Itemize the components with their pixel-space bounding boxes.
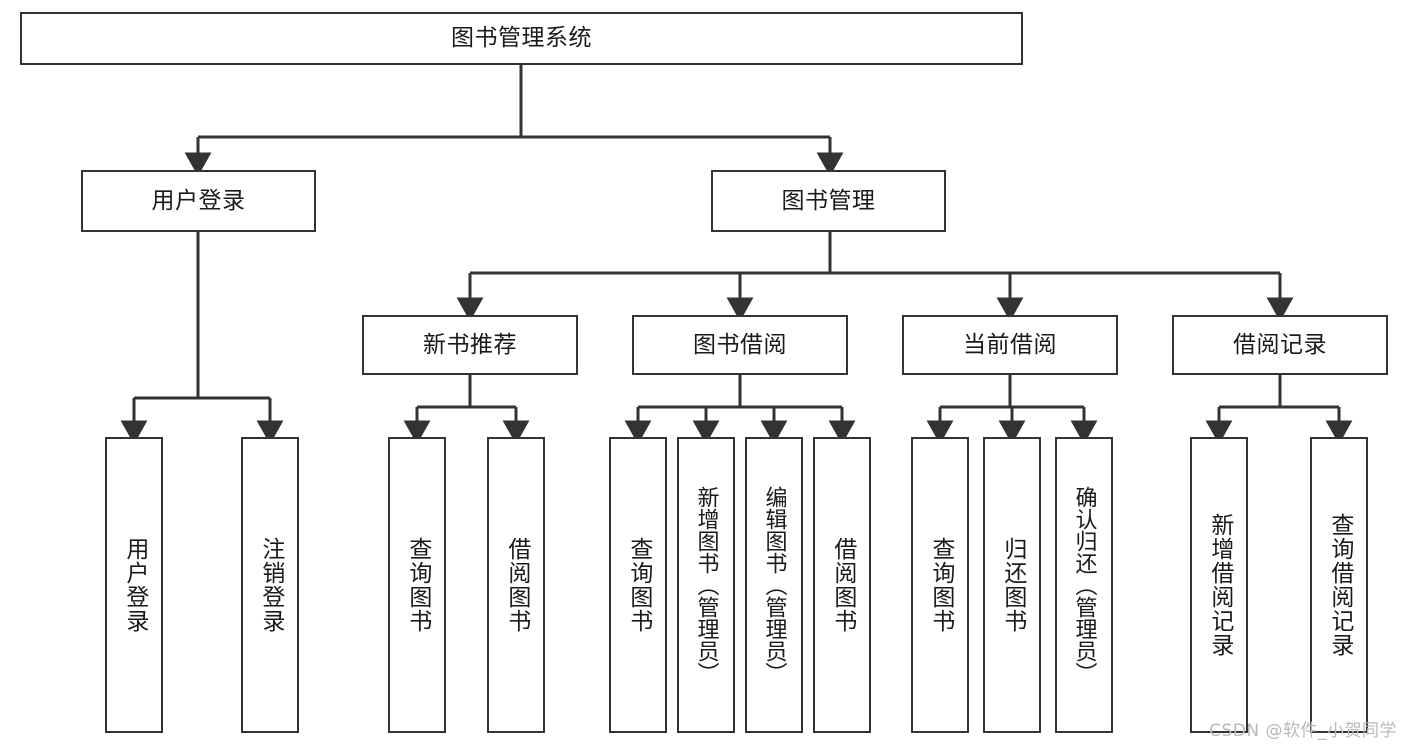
leaf-node-leaf-cur-query-label: 查询图书 bbox=[927, 537, 954, 633]
node-book-borrow-label: 图书借阅 bbox=[693, 331, 787, 358]
node-root-label: 图书管理系统 bbox=[451, 25, 592, 52]
leaf-node-leaf-borrow-borrow-label: 借阅图书 bbox=[829, 537, 856, 633]
leaf-node-leaf-user-logout[interactable]: 注销登录 bbox=[241, 437, 299, 733]
node-borrow-record-label: 借阅记录 bbox=[1233, 331, 1327, 358]
leaf-node-leaf-borrow-add-label: 新增图书（管理员） bbox=[693, 486, 719, 684]
leaf-node-leaf-user-logout-label: 注销登录 bbox=[257, 537, 284, 633]
leaf-node-leaf-rec-borrow-label: 借阅图书 bbox=[503, 537, 530, 633]
node-borrow-record[interactable]: 借阅记录 bbox=[1172, 315, 1388, 375]
leaf-node-leaf-rec-query[interactable]: 查询图书 bbox=[388, 437, 446, 733]
leaf-node-leaf-cur-return[interactable]: 归还图书 bbox=[983, 437, 1041, 733]
leaf-node-leaf-rec-query-label: 查询图书 bbox=[404, 537, 431, 633]
leaf-node-leaf-cur-confirm[interactable]: 确认归还（管理员） bbox=[1055, 437, 1113, 733]
leaf-node-leaf-cur-return-label: 归还图书 bbox=[999, 537, 1026, 633]
leaf-node-leaf-borrow-borrow[interactable]: 借阅图书 bbox=[813, 437, 871, 733]
node-current-borrow[interactable]: 当前借阅 bbox=[902, 315, 1118, 375]
leaf-node-leaf-borrow-edit[interactable]: 编辑图书（管理员） bbox=[745, 437, 803, 733]
leaf-node-leaf-rec-query2-label: 查询借阅记录 bbox=[1326, 513, 1353, 657]
leaf-node-leaf-user-login-label: 用户登录 bbox=[121, 537, 148, 633]
node-book-borrow[interactable]: 图书借阅 bbox=[632, 315, 848, 375]
leaf-node-leaf-borrow-add[interactable]: 新增图书（管理员） bbox=[677, 437, 735, 733]
leaf-node-leaf-rec-add-label: 新增借阅记录 bbox=[1206, 513, 1233, 657]
leaf-node-leaf-borrow-query[interactable]: 查询图书 bbox=[609, 437, 667, 733]
node-new-book-rec-label: 新书推荐 bbox=[423, 331, 517, 358]
leaf-node-leaf-user-login[interactable]: 用户登录 bbox=[105, 437, 163, 733]
leaf-node-leaf-rec-borrow[interactable]: 借阅图书 bbox=[487, 437, 545, 733]
node-book-manage-label: 图书管理 bbox=[781, 187, 876, 214]
leaf-node-leaf-borrow-query-label: 查询图书 bbox=[625, 537, 652, 633]
node-current-borrow-label: 当前借阅 bbox=[963, 331, 1057, 358]
node-new-book-rec[interactable]: 新书推荐 bbox=[362, 315, 578, 375]
node-book-manage[interactable]: 图书管理 bbox=[711, 170, 946, 232]
node-user-login-label: 用户登录 bbox=[151, 187, 246, 214]
node-user-login[interactable]: 用户登录 bbox=[81, 170, 316, 232]
leaf-node-leaf-borrow-edit-label: 编辑图书（管理员） bbox=[761, 486, 787, 684]
leaf-node-leaf-cur-query[interactable]: 查询图书 bbox=[911, 437, 969, 733]
watermark: CSDN @软件_小贺同学 bbox=[1209, 721, 1397, 741]
node-root[interactable]: 图书管理系统 bbox=[20, 12, 1023, 65]
leaf-node-leaf-rec-query2[interactable]: 查询借阅记录 bbox=[1310, 437, 1368, 733]
leaf-node-leaf-rec-add[interactable]: 新增借阅记录 bbox=[1190, 437, 1248, 733]
leaf-node-leaf-cur-confirm-label: 确认归还（管理员） bbox=[1071, 486, 1097, 684]
